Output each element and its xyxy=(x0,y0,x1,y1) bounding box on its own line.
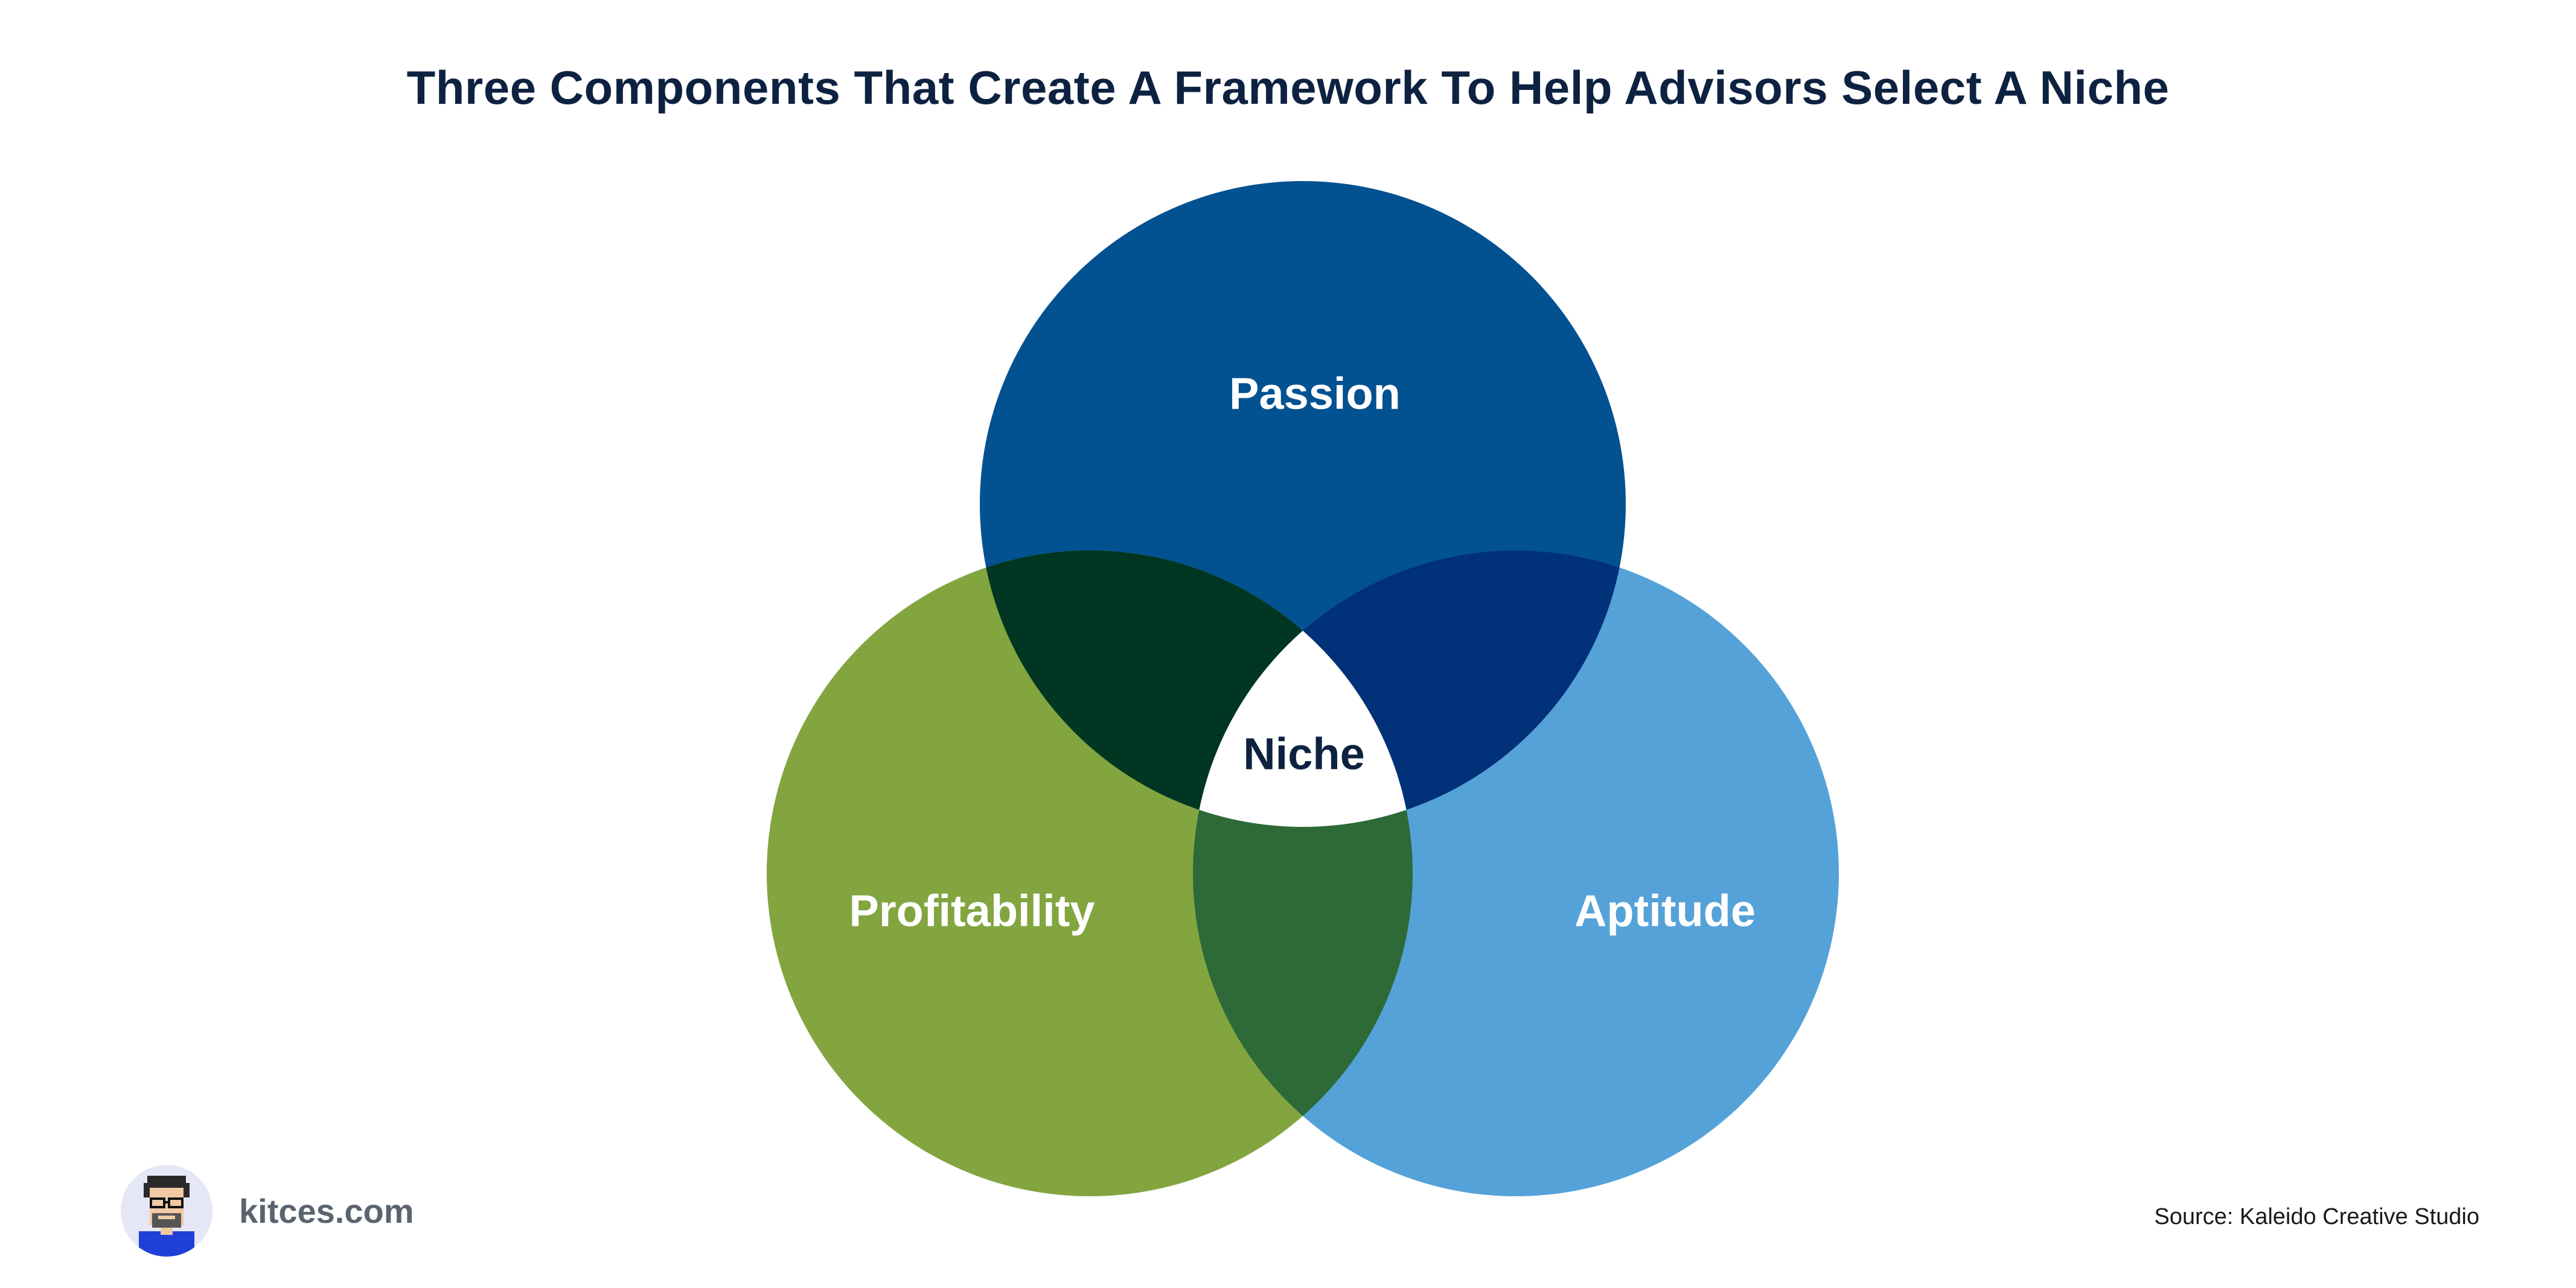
brand-text[interactable]: kitces.com xyxy=(239,1191,414,1230)
profitability-label: Profitability xyxy=(849,886,1095,936)
diagram-title: Three Components That Create A Framework… xyxy=(406,61,2170,114)
brand-footer: kitces.com xyxy=(121,1165,414,1257)
niche-label: Niche xyxy=(1243,729,1365,779)
aptitude-label: Aptitude xyxy=(1574,886,1756,936)
pixel-avatar-icon xyxy=(121,1165,213,1257)
niche-overlap xyxy=(1193,550,1413,827)
source-credit: Source: Kaleido Creative Studio xyxy=(2154,1204,2479,1229)
passion-label: Passion xyxy=(1229,369,1401,419)
